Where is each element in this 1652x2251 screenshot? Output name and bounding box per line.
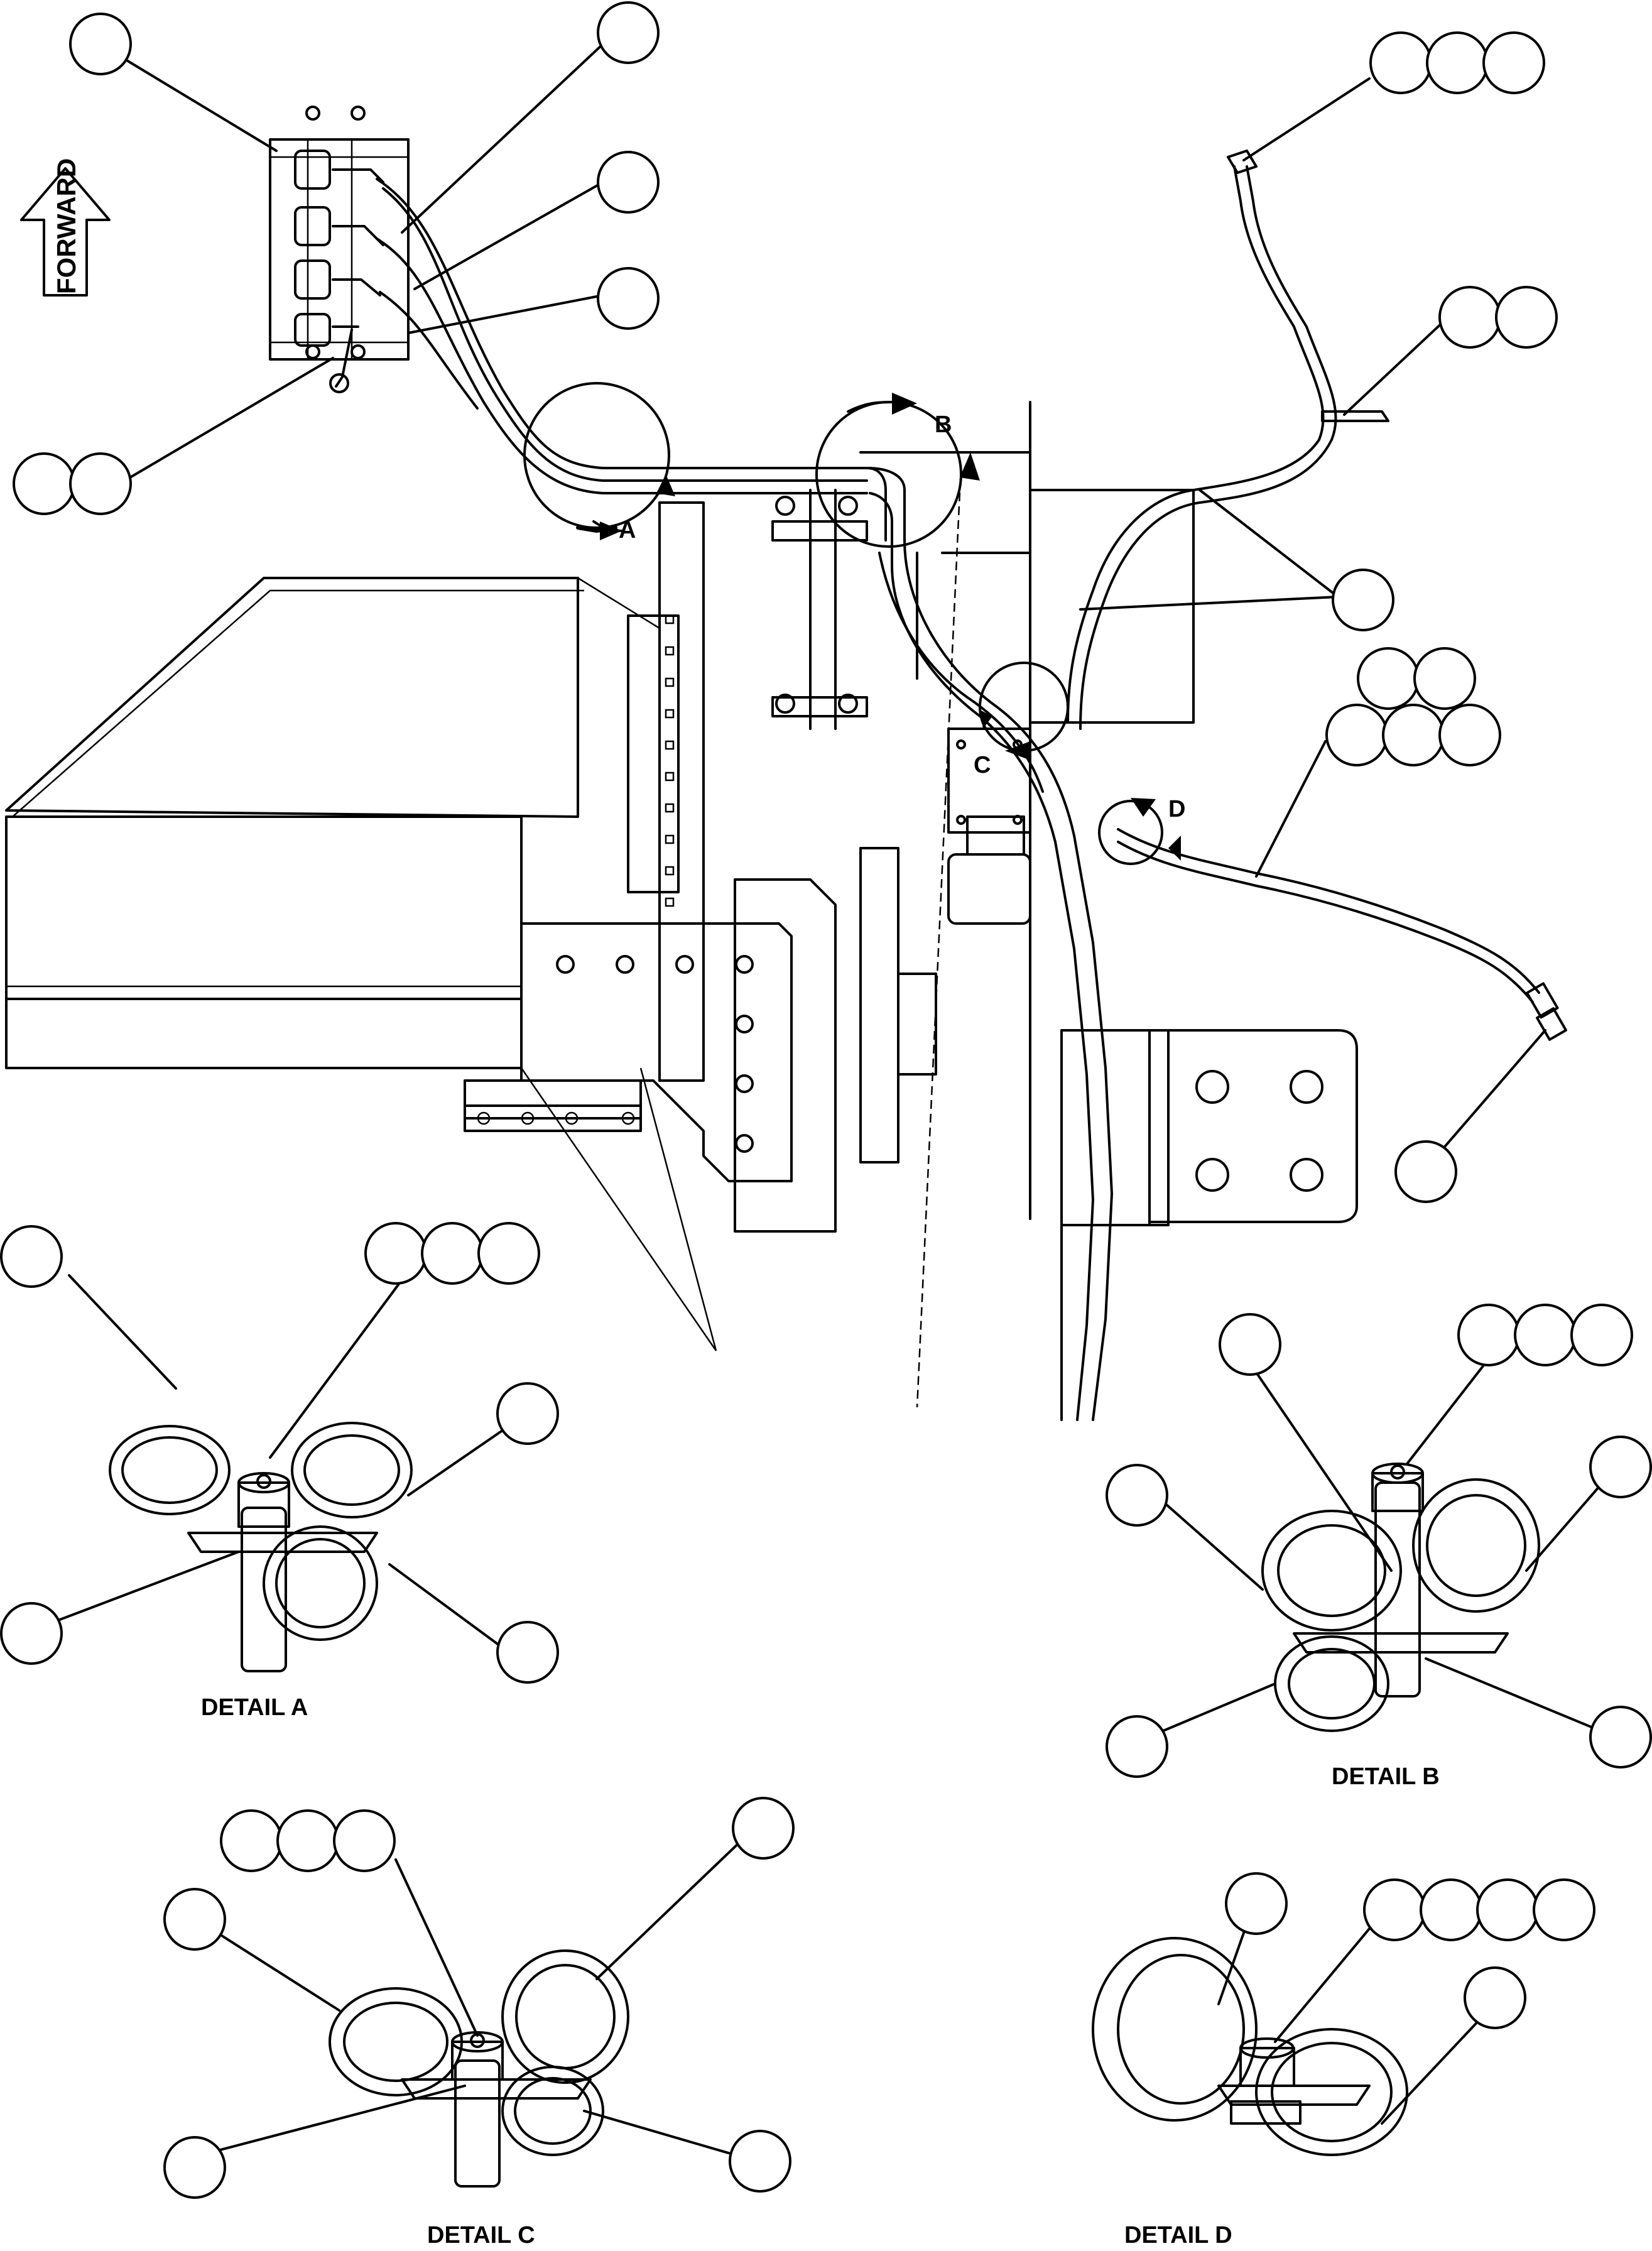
detail-b-clamp: DETAIL B — [1106, 1304, 1652, 1790]
view-label-d: D — [1168, 796, 1185, 822]
detail-a-clamp: DETAIL A — [0, 1222, 559, 1721]
callout-leaders — [118, 43, 1546, 1170]
callout-balloons-main — [13, 1, 1558, 1203]
detail-c-clamp: DETAIL C — [163, 1797, 795, 2248]
detail-a-title: DETAIL A — [201, 1694, 308, 1721]
hose-bundle — [376, 178, 1113, 1421]
view-label-c: C — [974, 752, 991, 778]
view-label-b: B — [935, 412, 952, 438]
view-marker-a: A — [523, 382, 675, 543]
detail-d-clamp: DETAIL D — [1092, 1872, 1595, 2248]
drain-hose — [1067, 150, 1389, 730]
forward-label: FORWARD — [52, 158, 81, 294]
view-marker-d: D — [1098, 796, 1185, 865]
detail-b-title: DETAIL B — [1332, 1763, 1440, 1790]
valve-manifold — [269, 106, 410, 393]
view-label-a: A — [619, 517, 636, 543]
forward-arrow-icon: FORWARD — [20, 158, 111, 297]
machine-frame — [5, 401, 1358, 1421]
view-marker-c: C — [974, 662, 1069, 778]
return-hose — [1117, 828, 1567, 1041]
detail-c-title: DETAIL C — [427, 2222, 535, 2248]
view-marker-b: B — [815, 393, 980, 548]
detail-d-title: DETAIL D — [1124, 2222, 1232, 2248]
